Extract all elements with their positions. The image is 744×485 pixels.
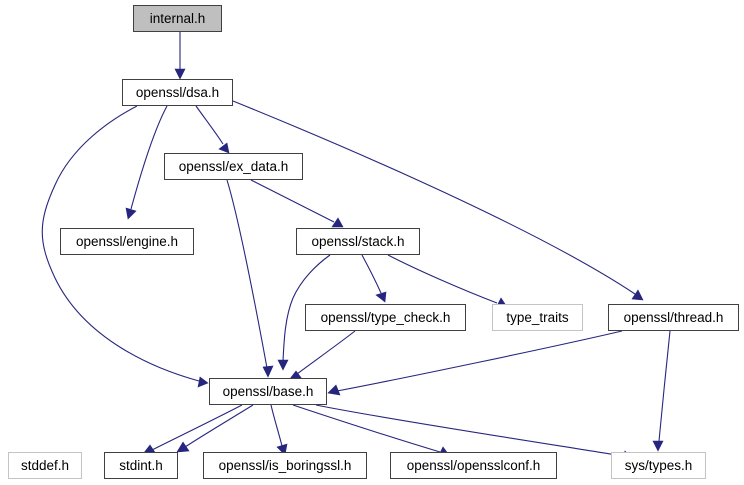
arrowhead-icon-dsa-to-thread — [631, 289, 644, 301]
edge-base-to-opensslconf — [292, 404, 441, 453]
arrowhead-icon-dsa-to-engine — [125, 207, 137, 220]
edge-base-to-sys_types — [315, 404, 624, 457]
graph-node-label: openssl/opensslconf.h — [406, 457, 541, 473]
edge-dsa-to-ex_data — [195, 105, 224, 145]
edge-thread-to-base — [336, 330, 623, 392]
edge-dsa-to-engine — [130, 105, 168, 210]
graph-node-stack[interactable]: openssl/stack.h — [296, 228, 420, 255]
arrowhead-icon-thread-to-base — [327, 384, 341, 396]
graph-node-label: openssl/base.h — [222, 383, 314, 399]
graph-node-label: openssl/type_check.h — [320, 309, 451, 325]
graph-node-ex_data[interactable]: openssl/ex_data.h — [164, 153, 303, 180]
graph-node-base[interactable]: openssl/base.h — [209, 378, 327, 405]
edge-stack-to-type_traits — [387, 254, 498, 304]
arrowhead-icon-stack-to-type_check — [375, 291, 387, 303]
edge-ex_data-to-base — [226, 179, 268, 369]
arrowhead-icon-ex_data-to-base — [262, 365, 274, 378]
edge-stack-to-type_check — [361, 254, 382, 294]
graph-node-label: openssl/ex_data.h — [178, 158, 289, 174]
edge-dsa-to-thread — [232, 100, 636, 295]
edge-base-to-stdint — [184, 404, 254, 448]
graph-node-stddef[interactable]: stddef.h — [8, 452, 82, 479]
graph-node-label: openssl/dsa.h — [135, 84, 220, 100]
edge-thread-to-sys_types — [658, 330, 671, 442]
arrowhead-icon-stack-to-base — [277, 359, 289, 371]
graph-node-label: openssl/is_boringssl.h — [218, 457, 352, 473]
edge-base-to-stddef — [151, 404, 243, 451]
graph-node-sys_types[interactable]: sys/types.h — [611, 452, 706, 479]
graph-node-label: type_traits — [506, 309, 569, 325]
graph-node-type_traits[interactable]: type_traits — [492, 304, 583, 331]
edge-stack-to-base — [282, 254, 331, 362]
graph-node-label: internal.h — [149, 10, 206, 26]
graph-node-thread[interactable]: openssl/thread.h — [608, 304, 739, 331]
graph-node-internal[interactable]: internal.h — [133, 5, 222, 32]
graph-node-label: stddef.h — [20, 457, 70, 473]
graph-node-stdint[interactable]: stdint.h — [104, 452, 178, 479]
graph-node-label: openssl/stack.h — [311, 233, 405, 249]
arrowhead-icon-dsa-to-ex_data — [218, 142, 230, 154]
edge-ex_data-to-stack — [250, 179, 335, 223]
arrowhead-icon-dsa-to-base — [197, 376, 209, 388]
graph-node-type_check[interactable]: openssl/type_check.h — [305, 304, 466, 331]
arrowhead-icon-thread-to-sys_types — [652, 440, 664, 452]
edge-base-to-is_boringssl — [270, 404, 283, 447]
graph-node-is_boringssl[interactable]: openssl/is_boringssl.h — [203, 452, 367, 479]
graph-node-dsa[interactable]: openssl/dsa.h — [122, 79, 233, 106]
graph-node-opensslconf[interactable]: openssl/opensslconf.h — [390, 452, 557, 479]
arrowhead-icon-internal-to-dsa — [174, 68, 186, 80]
arrowhead-icon-ex_data-to-stack — [331, 217, 344, 228]
arrowhead-icon-base-to-stdint — [176, 441, 190, 453]
graph-node-engine[interactable]: openssl/engine.h — [60, 228, 194, 255]
edge-dsa-to-base — [41, 105, 200, 382]
graph-node-label: openssl/thread.h — [623, 309, 724, 325]
graph-node-label: stdint.h — [119, 457, 163, 473]
edge-type_check-to-base — [296, 330, 356, 375]
graph-node-label: sys/types.h — [624, 457, 693, 473]
graph-node-label: openssl/engine.h — [75, 233, 179, 249]
